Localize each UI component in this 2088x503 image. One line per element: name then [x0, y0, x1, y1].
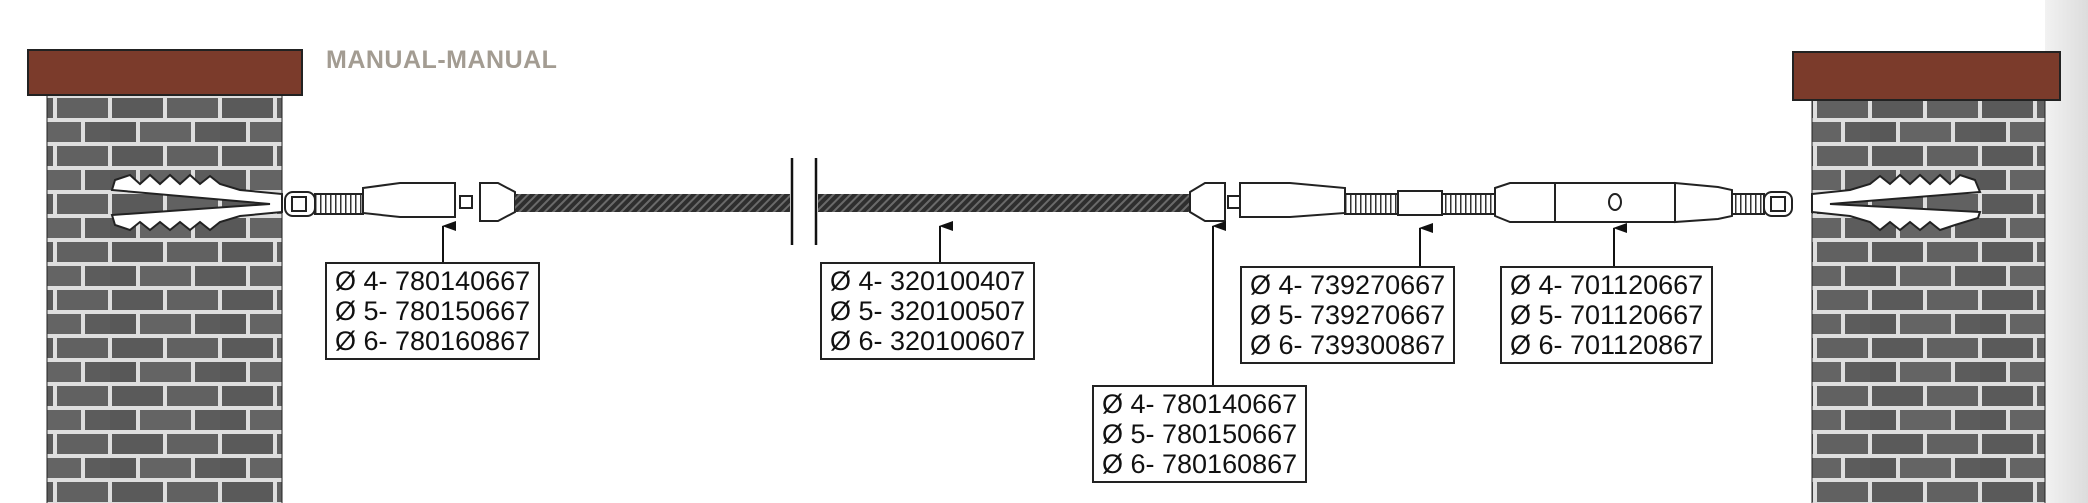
left-end-fitting — [284, 182, 516, 222]
diagram-title: MANUAL-MANUAL — [326, 46, 558, 74]
threaded-stud — [1344, 190, 1496, 216]
part-code: Ø 4- 701120667 — [1510, 270, 1704, 300]
left-wall-plug — [110, 173, 283, 232]
left-wall — [27, 49, 303, 503]
left-wall-cap — [27, 49, 303, 96]
label-threaded-stud: Ø 4- 739270667 Ø 5- 739270667 Ø 6- 73930… — [1240, 266, 1456, 364]
part-code: Ø 5- 320100507 — [830, 296, 1026, 326]
part-code: Ø 4- 320100407 — [830, 266, 1026, 296]
turnbuckle — [1494, 181, 1793, 224]
part-code: Ø 5- 780150667 — [335, 296, 531, 326]
part-code: Ø 4- 739270667 — [1250, 270, 1446, 300]
right-wall — [1792, 51, 2061, 503]
label-end-fitting-right: Ø 4- 780140667 Ø 5- 780150667 Ø 6- 78016… — [1092, 385, 1308, 483]
part-code: Ø 6- 739300867 — [1250, 330, 1446, 360]
part-code: Ø 5- 739270667 — [1250, 300, 1446, 330]
part-code: Ø 5- 780150667 — [1102, 419, 1298, 449]
part-code: Ø 4- 780140667 — [1102, 389, 1298, 419]
cable-segment-left — [515, 194, 790, 212]
part-code: Ø 4- 780140667 — [335, 266, 531, 296]
label-cable: Ø 4- 320100407 Ø 5- 320100507 Ø 6- 32010… — [820, 262, 1036, 360]
right-end-fitting — [1189, 182, 1346, 222]
label-turnbuckle: Ø 4- 701120667 Ø 5- 701120667 Ø 6- 70112… — [1500, 266, 1714, 364]
part-code: Ø 6- 780160867 — [335, 326, 531, 356]
part-code: Ø 6- 701120867 — [1510, 330, 1704, 360]
part-code: Ø 6- 780160867 — [1102, 449, 1298, 479]
right-wall-plug — [1811, 173, 1982, 232]
part-code: Ø 5- 701120667 — [1510, 300, 1704, 330]
part-code: Ø 6- 320100607 — [830, 326, 1026, 356]
right-wall-cap — [1792, 51, 2061, 101]
cable-segment-right — [818, 194, 1190, 212]
label-end-fitting-left: Ø 4- 780140667 Ø 5- 780150667 Ø 6- 78016… — [325, 262, 541, 360]
